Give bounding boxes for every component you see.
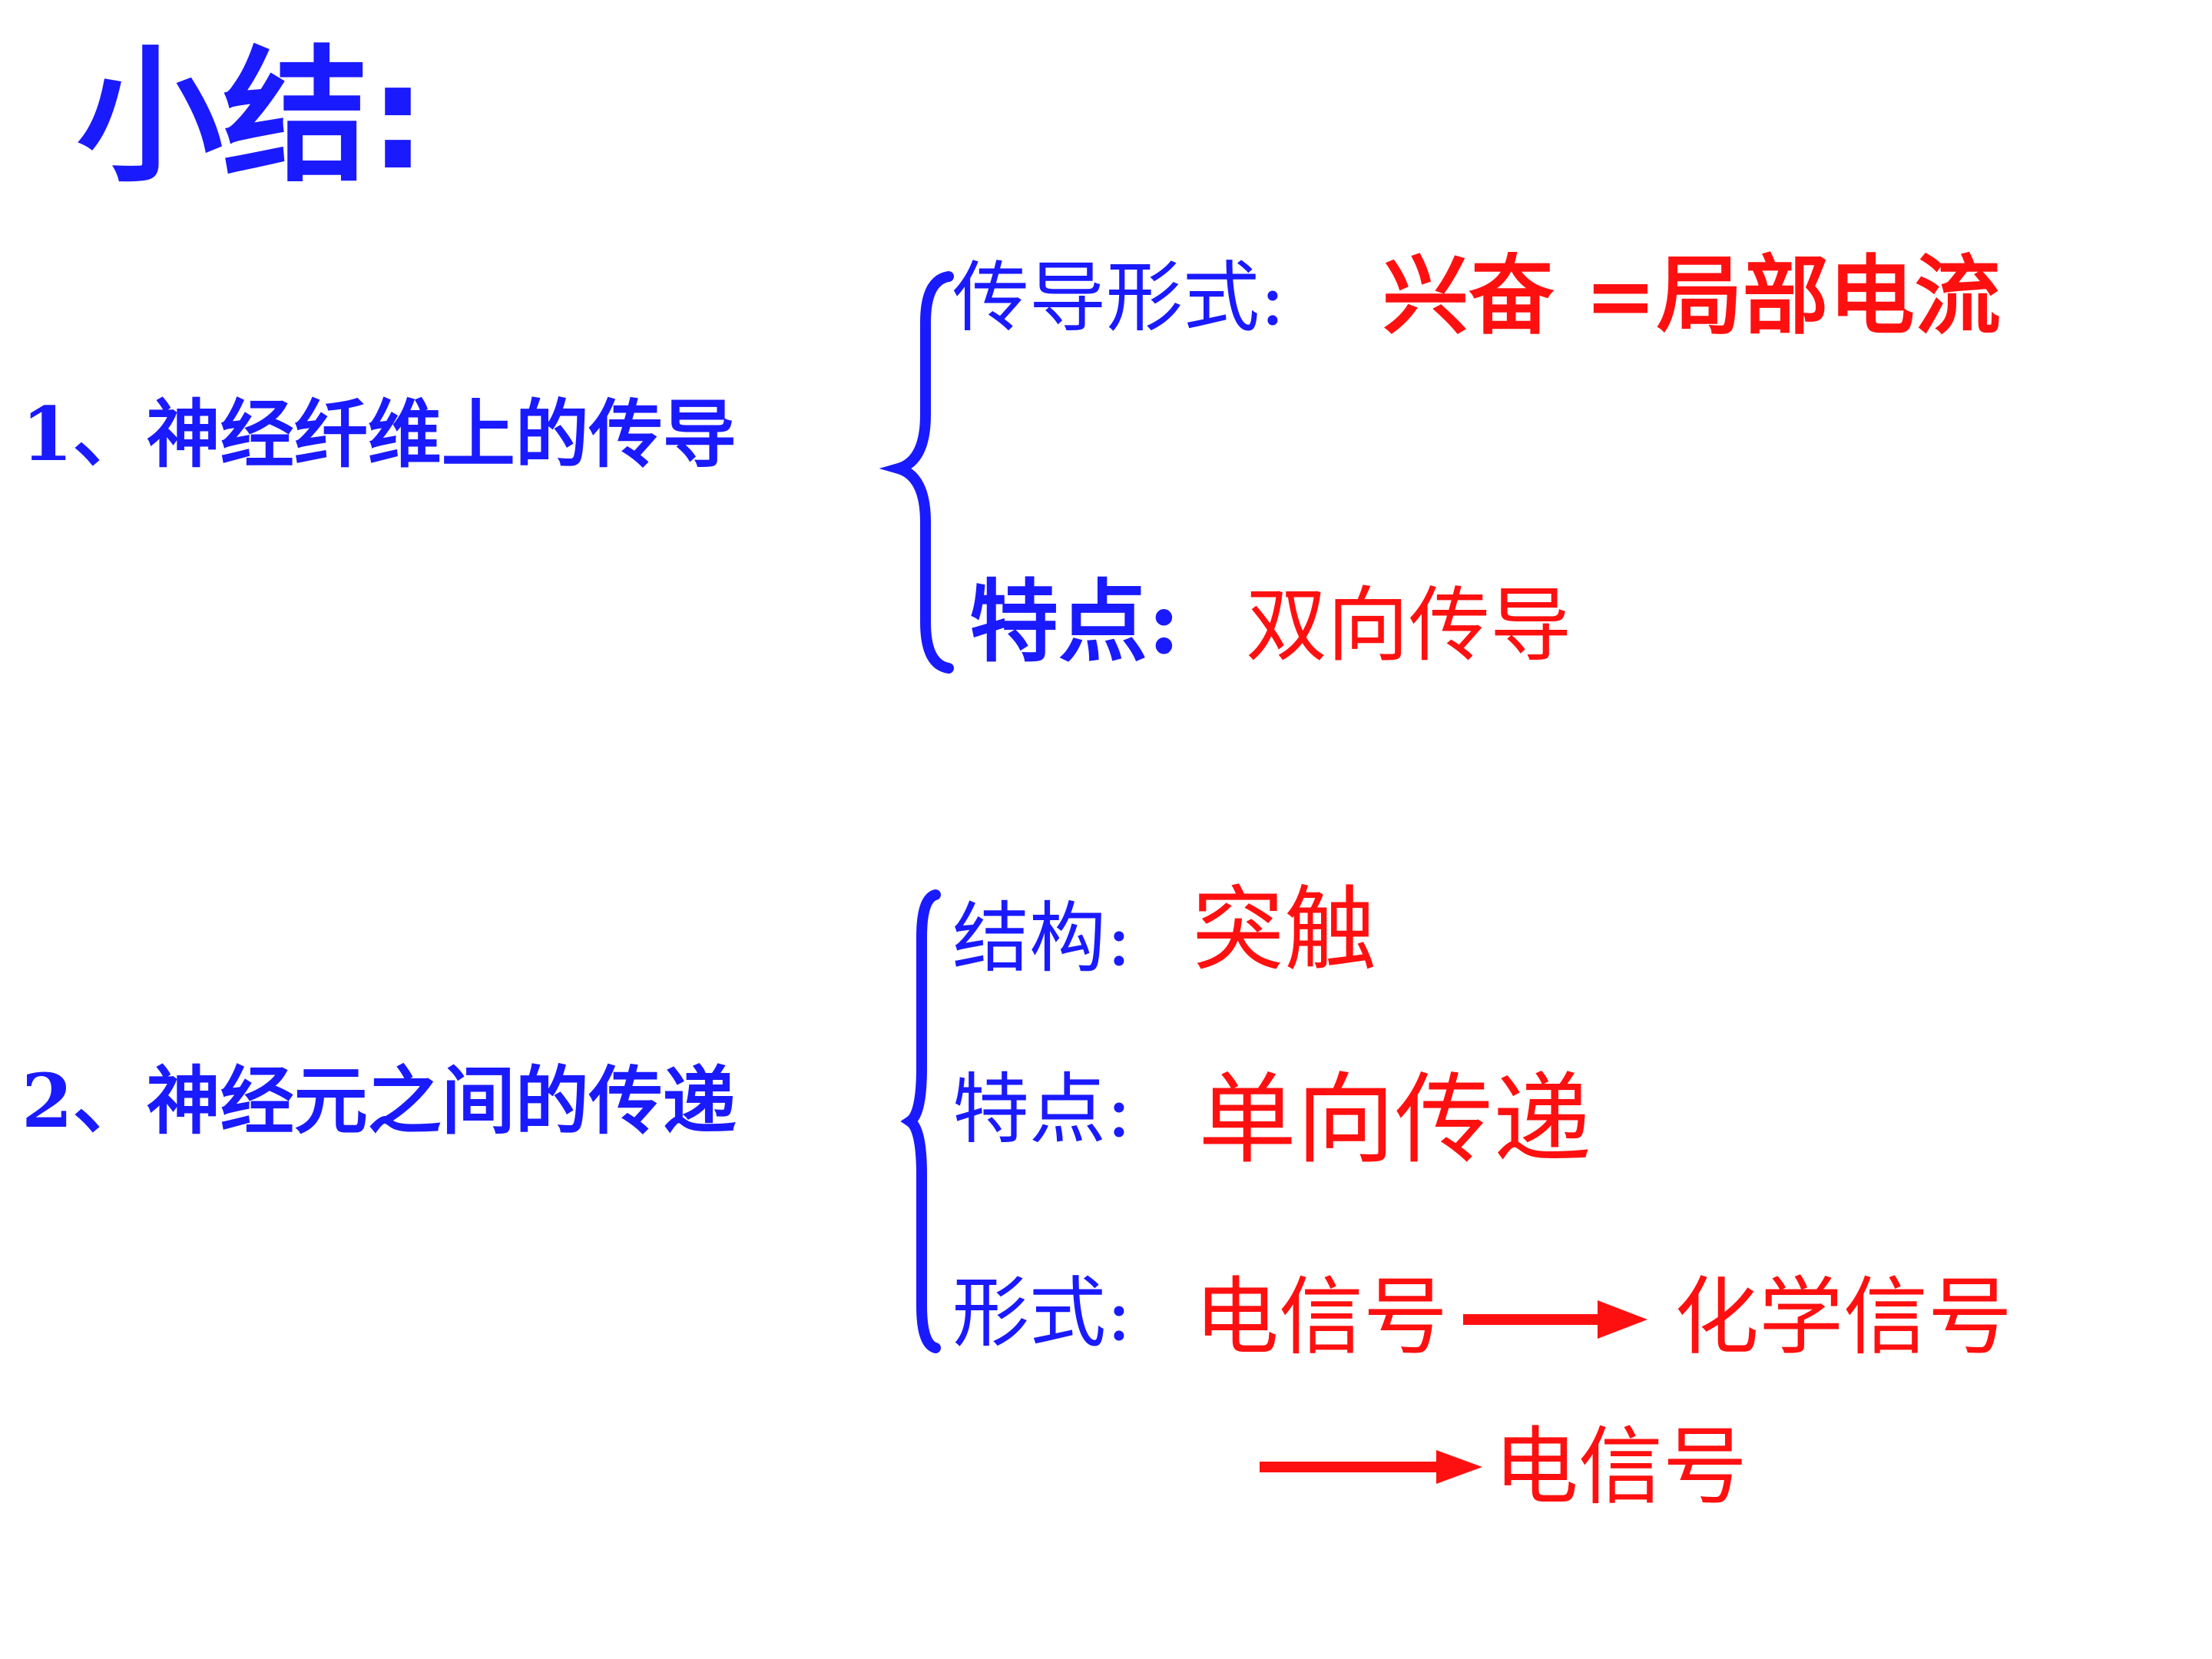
section-2-topic: 2、神经元之间的传递 bbox=[22, 1058, 737, 1144]
section-1-topic: 1、神经纤维上的传导 bbox=[22, 391, 737, 478]
s1-form-value: 兴奋 =局部电流 bbox=[1382, 246, 2001, 346]
s2-form-value-3: 电信号 bbox=[1494, 1418, 1747, 1516]
s2-form-value-2: 化学信号 bbox=[1674, 1268, 2012, 1366]
s2-feature-value: 单向传递 bbox=[1198, 1063, 1592, 1177]
s2-form-value-1: 电信号 bbox=[1194, 1268, 1448, 1366]
arrow-right-icon bbox=[1463, 1300, 1647, 1339]
s2-structure-value: 突触 bbox=[1192, 877, 1376, 984]
s2-structure-label: 结构: bbox=[952, 893, 1132, 983]
page-title: 小结: bbox=[77, 32, 427, 202]
brace-section-1 bbox=[879, 271, 954, 674]
s1-form-label: 传导形式: bbox=[952, 253, 1286, 343]
brace-section-2 bbox=[900, 889, 941, 1353]
s2-feature-label: 特点: bbox=[952, 1065, 1132, 1154]
s2-form-label: 形式: bbox=[952, 1268, 1132, 1358]
arrow-right-icon bbox=[1260, 1450, 1482, 1484]
s1-feature-value: 双向传导 bbox=[1246, 578, 1571, 673]
s1-feature-label: 特点: bbox=[969, 570, 1181, 674]
